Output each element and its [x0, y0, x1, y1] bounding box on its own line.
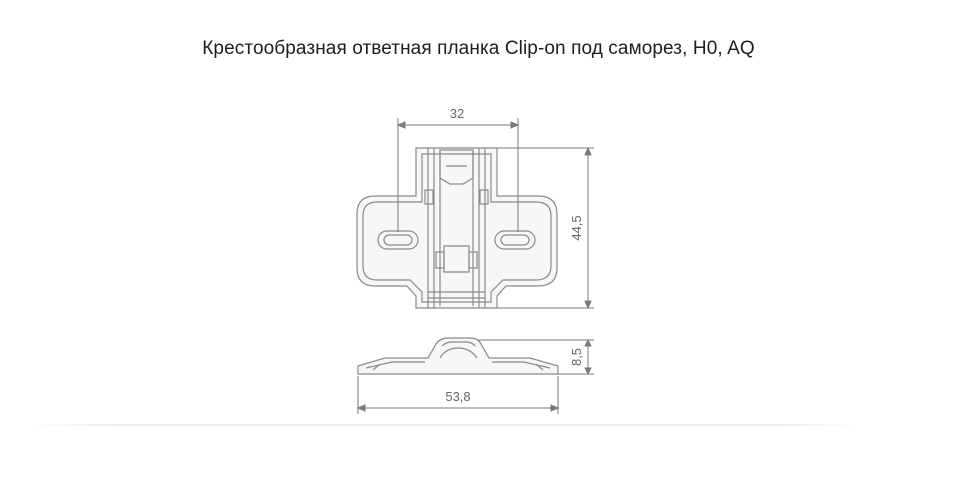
product-title: Крестообразная ответная планка Clip-on п… — [202, 38, 755, 59]
plate-top-view — [356, 147, 558, 309]
dimension-label-53-8: 53,8 — [445, 389, 470, 404]
dimension-label-32: 32 — [450, 106, 464, 121]
dimension-label-44-5: 44,5 — [569, 215, 584, 240]
section-divider — [32, 424, 862, 426]
dimension-label-8-5: 8,5 — [569, 348, 584, 366]
dimension-8-5 — [478, 338, 594, 376]
dimension-32 — [396, 118, 520, 232]
dimension-53-8 — [356, 376, 560, 414]
dimension-44-5 — [497, 146, 594, 310]
plate-side-view — [357, 337, 559, 375]
